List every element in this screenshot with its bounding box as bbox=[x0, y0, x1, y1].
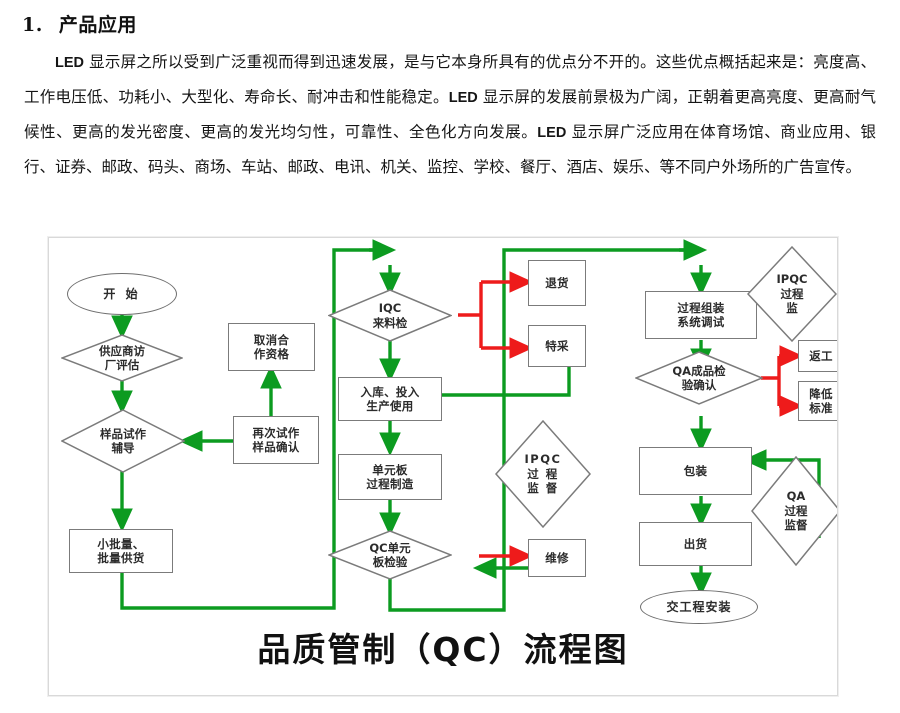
diamond-icon bbox=[635, 351, 763, 405]
node-special-purchase: 特采 bbox=[528, 325, 586, 367]
node-label: 返工 bbox=[809, 348, 833, 363]
node-label: 小批量、批量供货 bbox=[97, 536, 145, 565]
node-label: 包装 bbox=[683, 463, 708, 478]
diamond-icon bbox=[751, 456, 837, 566]
node-label: 维修 bbox=[545, 550, 569, 565]
node-small-batch: 小批量、批量供货 bbox=[69, 529, 173, 573]
node-qc-unit-board: QC单元板检验 bbox=[328, 530, 452, 580]
diamond-icon bbox=[747, 246, 837, 342]
node-sample-trial: 样品试作辅导 bbox=[61, 409, 185, 473]
body-paragraph: LED 显示屏之所以受到广泛重视而得到迅速发展，是与它本身所具有的优点分不开的。… bbox=[24, 53, 876, 176]
section-title: 产品应用 bbox=[58, 14, 137, 36]
node-label: 开 始 bbox=[103, 286, 141, 301]
qc-flowchart: 开 始 供应商访厂评估 样品试作辅导 小批量、批量供货 取消合作资格 再次试作样… bbox=[48, 237, 838, 696]
node-assembly-debug: 过程组装系统调试 bbox=[645, 291, 757, 339]
node-label: 交工程安装 bbox=[666, 599, 732, 614]
diamond-icon bbox=[495, 420, 591, 528]
node-label: 入库、投入生产使用 bbox=[360, 384, 420, 413]
page-title: 1. 产品应用 bbox=[0, 0, 900, 37]
section-number: 1. bbox=[22, 14, 43, 36]
node-label: 特采 bbox=[545, 338, 569, 353]
node-supplier-audit: 供应商访厂评估 bbox=[61, 334, 183, 382]
node-start: 开 始 bbox=[67, 273, 177, 315]
node-handover-install: 交工程安装 bbox=[640, 590, 758, 624]
diamond-icon bbox=[61, 334, 183, 382]
node-rework: 返工 bbox=[798, 340, 837, 372]
node-repair: 维修 bbox=[528, 539, 586, 577]
node-warehouse-use: 入库、投入生产使用 bbox=[338, 377, 442, 421]
node-label: 过程组装系统调试 bbox=[677, 300, 725, 329]
node-label: 退货 bbox=[545, 275, 569, 290]
node-retrial-sample: 再次试作样品确认 bbox=[233, 416, 319, 464]
diamond-icon bbox=[61, 409, 185, 473]
document-text-block: 1. 产品应用 LED 显示屏之所以受到广泛重视而得到迅速发展，是与它本身所具有的… bbox=[0, 0, 900, 184]
node-label: 出货 bbox=[683, 536, 708, 551]
diamond-icon bbox=[328, 530, 452, 580]
diamond-icon bbox=[328, 289, 452, 342]
node-qa-final-check: QA成品检验确认 bbox=[635, 351, 763, 405]
node-packaging: 包装 bbox=[639, 447, 752, 495]
flowchart-title: 品质管制（QC）流程图 bbox=[257, 630, 629, 669]
node-shipment: 出货 bbox=[639, 522, 752, 566]
node-lower-standard: 降低标准 bbox=[798, 381, 837, 421]
node-return-goods: 退货 bbox=[528, 260, 586, 306]
node-label: 再次试作样品确认 bbox=[252, 425, 300, 454]
node-label: 降低标准 bbox=[809, 386, 833, 415]
node-label: 单元板过程制造 bbox=[366, 462, 414, 491]
node-cancel-qualification: 取消合作资格 bbox=[228, 323, 315, 371]
node-unit-board-mfg: 单元板过程制造 bbox=[338, 454, 442, 500]
node-label: 取消合作资格 bbox=[253, 332, 290, 361]
